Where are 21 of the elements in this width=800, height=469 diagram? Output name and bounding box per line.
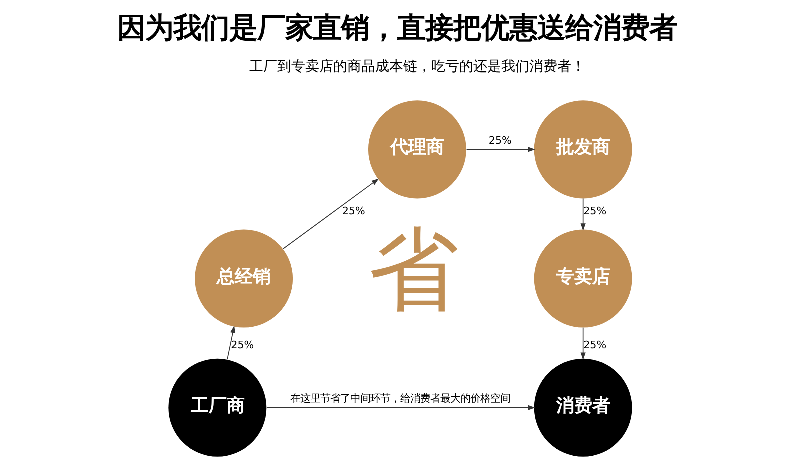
arrow — [580, 327, 586, 360]
label: 省 — [368, 218, 458, 324]
label: 工厂到专卖店的商品成本链，吃亏的还是我们消费者！ — [248, 58, 585, 75]
edge-label: 25% — [583, 206, 606, 218]
arrow — [282, 178, 379, 250]
node-circle: 专卖店 — [534, 230, 632, 328]
arrow — [580, 198, 586, 231]
arrow — [266, 405, 535, 410]
node-circle: 消费者 — [534, 358, 632, 457]
node-circle: 批发商 — [534, 100, 632, 199]
edge-label: 25% — [342, 206, 365, 218]
edge-label: 25% — [583, 339, 606, 352]
node-circle: 总经销 — [194, 230, 293, 328]
edge-label: 25% — [488, 134, 512, 147]
diagram-title: 因为我们是厂家直销，直接把优惠送给消费者 — [116, 12, 677, 45]
arrow — [226, 326, 236, 360]
node-circle: 工厂商 — [168, 358, 266, 457]
edge-label: 25% — [230, 339, 254, 352]
edge-label: 在这里节省了中间环节，给消费者最大的价格空间 — [290, 393, 510, 406]
node-circle: 代理商 — [368, 100, 466, 199]
arrow — [466, 147, 535, 152]
